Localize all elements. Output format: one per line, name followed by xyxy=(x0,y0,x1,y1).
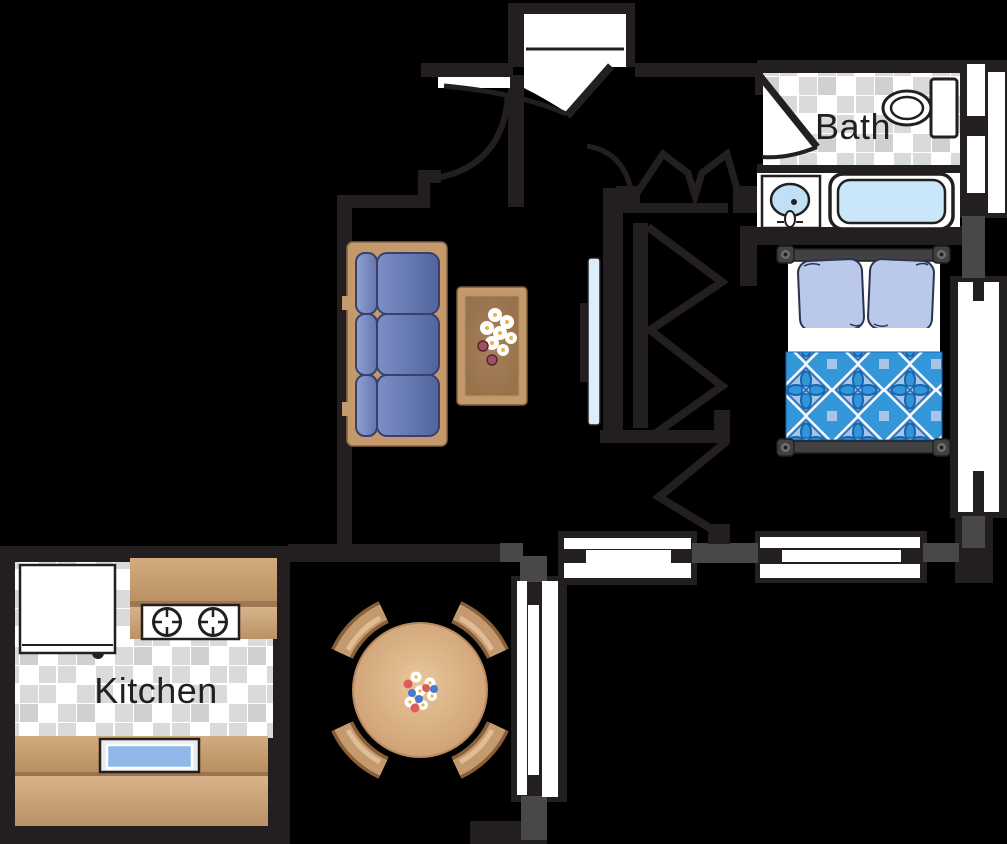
living-room-door-arc xyxy=(430,94,511,182)
burner xyxy=(152,607,182,637)
hall-door-arc xyxy=(586,143,636,207)
bed xyxy=(776,245,951,457)
bath-window xyxy=(967,64,1005,213)
blanket xyxy=(785,351,943,441)
footboard xyxy=(783,440,943,454)
closet-bifold-doors xyxy=(632,148,743,544)
refrigerator xyxy=(18,563,117,659)
dining-chair xyxy=(450,720,509,779)
bed-posts xyxy=(776,245,951,457)
dining-chair xyxy=(450,601,509,660)
bath-label: Bath xyxy=(815,106,891,147)
sofa-seat-cushions xyxy=(376,252,440,437)
sofa xyxy=(342,241,448,447)
table-daisies xyxy=(480,308,517,356)
kitchen-room: Kitchen xyxy=(15,558,277,826)
bath-room: Bath xyxy=(757,73,960,231)
coffee-table xyxy=(456,286,528,406)
entry-alcove xyxy=(524,14,626,67)
pillow-right xyxy=(867,258,935,332)
wall-gray-segments xyxy=(500,216,985,840)
entry-door xyxy=(438,63,615,119)
bathroom-sink xyxy=(760,174,822,230)
dining-chair xyxy=(331,720,390,779)
bath-door xyxy=(757,73,820,160)
kitchen-sink xyxy=(98,737,201,774)
stove xyxy=(140,603,241,641)
pillow-left xyxy=(797,258,865,332)
bathtub xyxy=(828,172,955,231)
sheet xyxy=(788,328,940,350)
toilet xyxy=(881,77,959,139)
dining-chair xyxy=(331,601,390,660)
sofa-back-cushions xyxy=(355,252,378,437)
headboard xyxy=(783,248,943,262)
dining-set xyxy=(331,601,509,779)
table-berries xyxy=(477,340,498,366)
fridge-handle xyxy=(92,653,104,659)
window-bottom-vertical xyxy=(517,581,558,797)
kitchen-label: Kitchen xyxy=(94,670,218,711)
window-bottom-1 xyxy=(564,538,691,578)
window-bottom-2 xyxy=(760,537,920,578)
mirror-door xyxy=(587,257,601,426)
burner xyxy=(198,607,228,637)
bedroom-window xyxy=(958,282,999,512)
dining-bouquet xyxy=(403,671,438,713)
